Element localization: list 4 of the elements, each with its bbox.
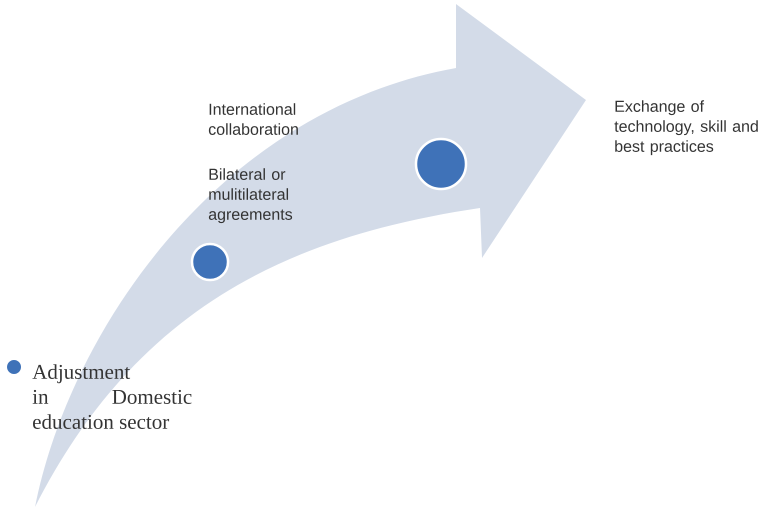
label-text: Bilateral or mulitilateral agreements xyxy=(208,168,292,224)
label-text: Exchange of technology, skill and best practices xyxy=(614,100,758,156)
label-text: International collaboration xyxy=(208,103,298,135)
label-text: Adjustment in Domestic education sector xyxy=(32,364,192,429)
